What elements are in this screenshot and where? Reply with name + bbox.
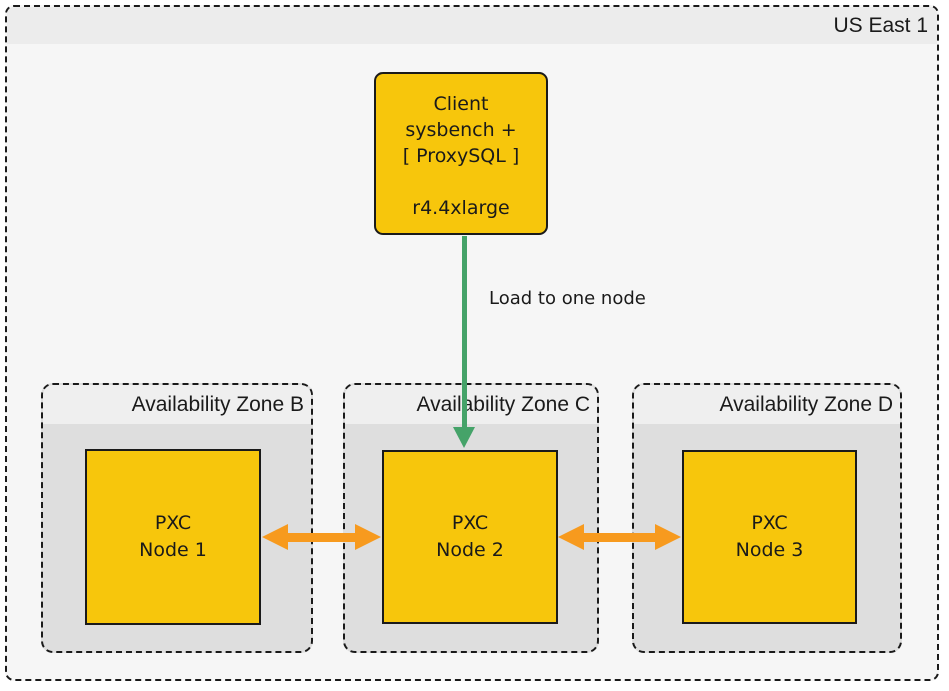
load-arrow-label: Load to one node [489, 288, 646, 309]
pxc-node-2-line-2: Node 2 [436, 539, 504, 561]
region-title-strip: US East 1 [7, 7, 937, 44]
client-box: Client sysbench + [ ProxySQL ] r4.4xlarg… [374, 72, 548, 235]
replication-arrow-2-shaft [582, 533, 656, 542]
zone-d-title-strip: Availability Zone D [634, 385, 900, 424]
pxc-node-2-line-1: PXC [451, 512, 489, 534]
replication-arrow-2-left-head-icon [558, 524, 584, 550]
replication-arrow-2-right-head-icon [655, 524, 681, 550]
zone-d-title: Availability Zone D [719, 392, 893, 416]
pxc-node-2-box: PXC Node 2 [382, 450, 558, 624]
pxc-node-3-line-2: Node 3 [735, 539, 804, 561]
load-arrow-head-icon [453, 427, 475, 448]
replication-arrow-1-left-head-icon [262, 524, 288, 550]
client-instance-type: r4.4xlarge [412, 197, 510, 219]
pxc-node-3-box: PXC Node 3 [682, 450, 857, 624]
region-title: US East 1 [833, 13, 928, 37]
replication-arrow-1-shaft [286, 533, 364, 542]
pxc-node-1-line-1: PXC [154, 512, 192, 534]
client-line-3: [ ProxySQL ] [402, 145, 520, 167]
zone-c-title: Availability Zone C [416, 392, 590, 416]
replication-arrow-1-right-head-icon [355, 524, 381, 550]
client-line-1: Client [433, 93, 489, 115]
pxc-node-3-line-1: PXC [751, 512, 788, 534]
zone-c-title-strip: Availability Zone C [345, 385, 597, 424]
zone-b-title-strip: Availability Zone B [43, 385, 311, 424]
pxc-node-1-line-2: Node 1 [139, 539, 207, 561]
client-line-2: sysbench + [405, 119, 517, 141]
load-arrow-shaft [462, 236, 467, 428]
pxc-node-1-box: PXC Node 1 [85, 449, 261, 625]
zone-b-title: Availability Zone B [131, 392, 304, 416]
